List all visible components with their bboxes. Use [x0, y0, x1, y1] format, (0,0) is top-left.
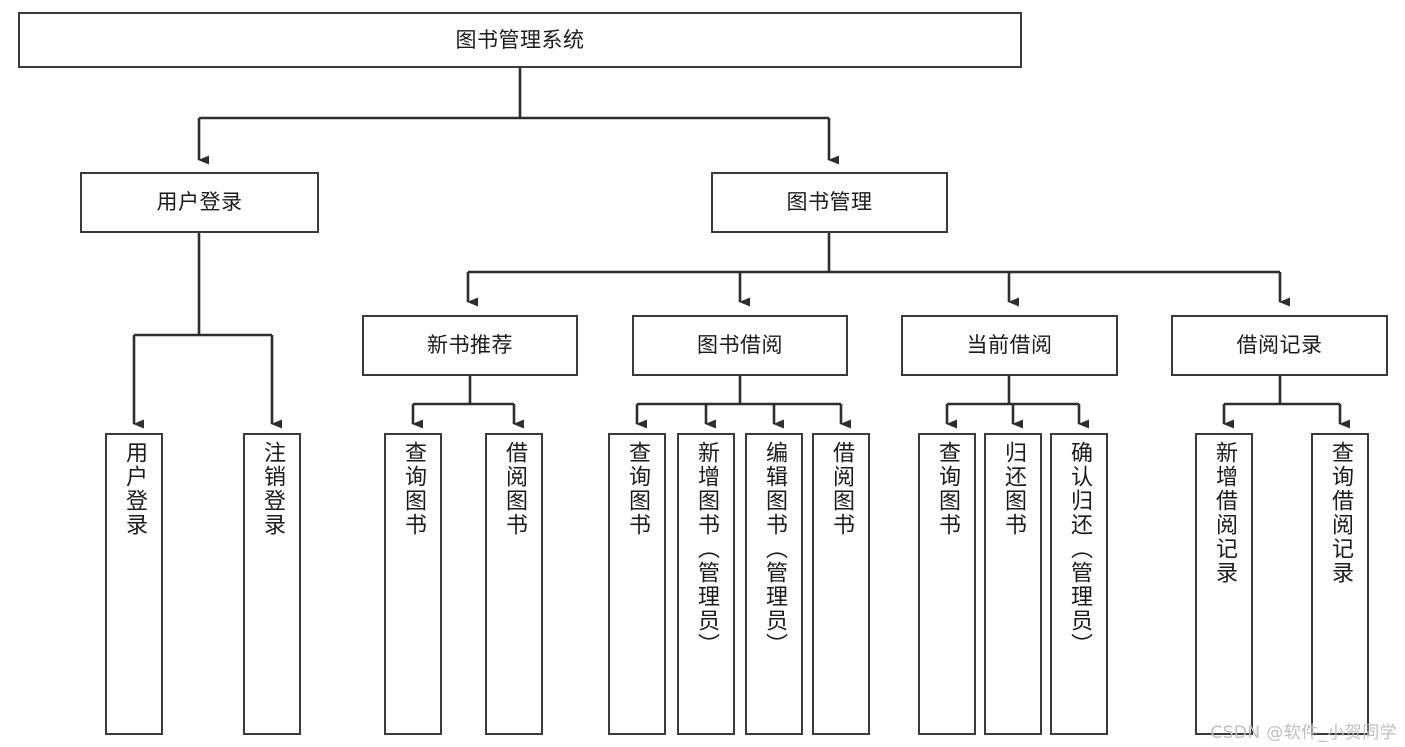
node-new-book-recommend[interactable]: 新书推荐 — [362, 315, 578, 376]
node-borrow-record-label: 借阅记录 — [1236, 333, 1323, 358]
leaf-borrow-add-book[interactable]: 新增图书（管理员） — [677, 433, 735, 735]
leaf-record-add-record-label: 新增借阅记录 — [1212, 441, 1237, 585]
node-borrow-record[interactable]: 借阅记录 — [1171, 315, 1388, 376]
leaf-current-confirm-return[interactable]: 确认归还（管理员） — [1050, 433, 1108, 735]
leaf-current-query-book[interactable]: 查询图书 — [918, 433, 976, 735]
node-root[interactable]: 图书管理系统 — [18, 12, 1022, 68]
leaf-current-return-book[interactable]: 归还图书 — [984, 433, 1042, 735]
leaf-borrow-query-book-label: 查询图书 — [625, 441, 650, 537]
leaf-user-login-signout[interactable]: 注销登录 — [243, 433, 301, 735]
leaf-record-add-record[interactable]: 新增借阅记录 — [1195, 433, 1253, 735]
leaf-recommend-borrow-book-label: 借阅图书 — [502, 441, 527, 537]
node-book-management[interactable]: 图书管理 — [711, 172, 948, 233]
node-book-borrow[interactable]: 图书借阅 — [632, 315, 848, 376]
leaf-user-login-signin[interactable]: 用户登录 — [105, 433, 163, 735]
leaf-user-login-signout-label: 注销登录 — [260, 441, 285, 537]
watermark: CSDN @软件_小贺同学 — [1210, 723, 1397, 743]
leaf-record-query-record[interactable]: 查询借阅记录 — [1311, 433, 1369, 735]
leaf-record-query-record-label: 查询借阅记录 — [1328, 441, 1353, 585]
leaf-borrow-add-book-label: 新增图书（管理员） — [694, 441, 719, 657]
leaf-borrow-borrow-book[interactable]: 借阅图书 — [812, 433, 870, 735]
leaf-recommend-borrow-book[interactable]: 借阅图书 — [485, 433, 543, 735]
node-current-borrow[interactable]: 当前借阅 — [901, 315, 1118, 376]
leaf-current-query-book-label: 查询图书 — [935, 441, 960, 537]
leaf-recommend-query-book[interactable]: 查询图书 — [384, 433, 442, 735]
leaf-borrow-edit-book-label: 编辑图书（管理员） — [762, 441, 787, 657]
leaf-borrow-edit-book[interactable]: 编辑图书（管理员） — [745, 433, 803, 735]
node-current-borrow-label: 当前借阅 — [966, 333, 1053, 358]
leaf-borrow-query-book[interactable]: 查询图书 — [608, 433, 666, 735]
node-book-management-label: 图书管理 — [786, 190, 873, 215]
node-new-book-recommend-label: 新书推荐 — [427, 333, 513, 358]
leaf-user-login-signin-label: 用户登录 — [122, 441, 147, 537]
node-user-login[interactable]: 用户登录 — [80, 172, 319, 233]
leaf-recommend-query-book-label: 查询图书 — [401, 441, 426, 537]
node-book-borrow-label: 图书借阅 — [697, 333, 783, 358]
node-user-login-label: 用户登录 — [156, 190, 243, 215]
leaf-borrow-borrow-book-label: 借阅图书 — [829, 441, 854, 537]
leaf-current-return-book-label: 归还图书 — [1001, 441, 1026, 537]
node-root-label: 图书管理系统 — [455, 27, 585, 52]
leaf-current-confirm-return-label: 确认归还（管理员） — [1067, 441, 1092, 657]
